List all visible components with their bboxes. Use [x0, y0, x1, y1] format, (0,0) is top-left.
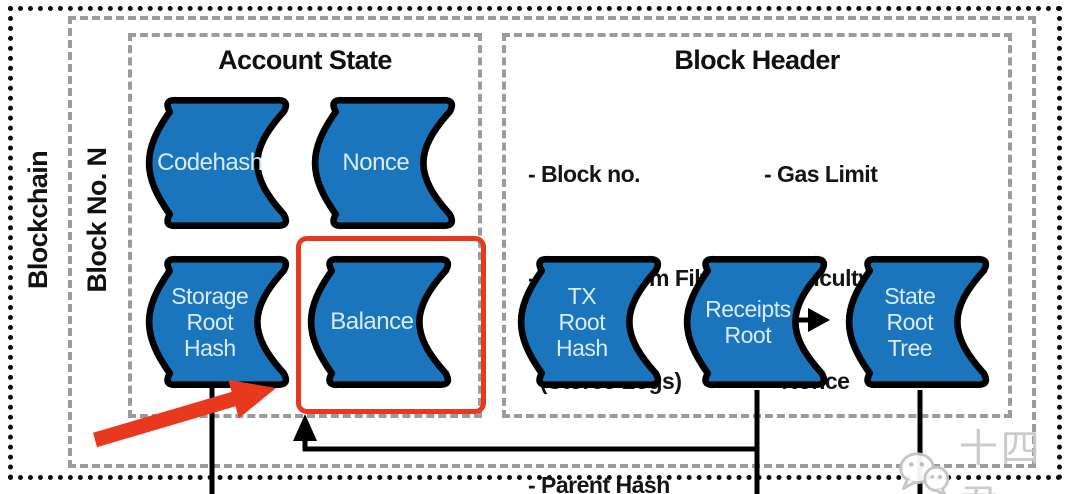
tape-label: TX Root Hash	[555, 283, 608, 361]
tape-label: Nonce	[342, 149, 410, 176]
tape-label: State Root Tree	[884, 283, 936, 361]
blockchain-boundary	[8, 6, 1062, 480]
tape-label: Balance	[330, 308, 414, 335]
tape-codehash: Codehash	[145, 93, 298, 233]
tape-balance: Balance	[307, 252, 460, 392]
field-item: - Gas Limit	[764, 161, 878, 187]
tape-shape	[683, 255, 828, 389]
field-item: - Parent Hash	[528, 471, 670, 494]
tape-receipts-root: Receipts Root	[683, 252, 836, 392]
account-state-title: Account State	[218, 45, 392, 75]
tape-shape	[311, 96, 456, 230]
tape-tx-root-hash: TX Root Hash	[517, 252, 670, 392]
tape-shape	[145, 96, 290, 230]
tape-label: Receipts Root	[705, 296, 791, 348]
tape-storage-root-hash: Storage Root Hash	[145, 252, 298, 392]
tape-shape	[307, 255, 452, 389]
tape-shape	[845, 255, 990, 389]
tape-label: Storage Root Hash	[171, 283, 249, 361]
block-n-label: Block No. N	[81, 147, 112, 293]
blockchain-label: Blockchain	[22, 150, 53, 290]
tape-state-root-tree: State Root Tree	[845, 252, 998, 392]
tape-shape	[145, 255, 290, 389]
watermark-text: 十四君	[958, 428, 1043, 494]
tape-shape	[517, 255, 662, 389]
field-item: - Block no.	[528, 161, 641, 187]
watermark: 十四君	[893, 418, 1080, 494]
tape-nonce: Nonce	[311, 93, 464, 233]
wechat-icon	[899, 452, 950, 494]
block-header-title: Block Header	[674, 45, 840, 75]
balance-highlight-box	[296, 236, 486, 414]
tape-label: Codehash	[157, 149, 263, 176]
block-n-boundary	[68, 16, 1036, 468]
